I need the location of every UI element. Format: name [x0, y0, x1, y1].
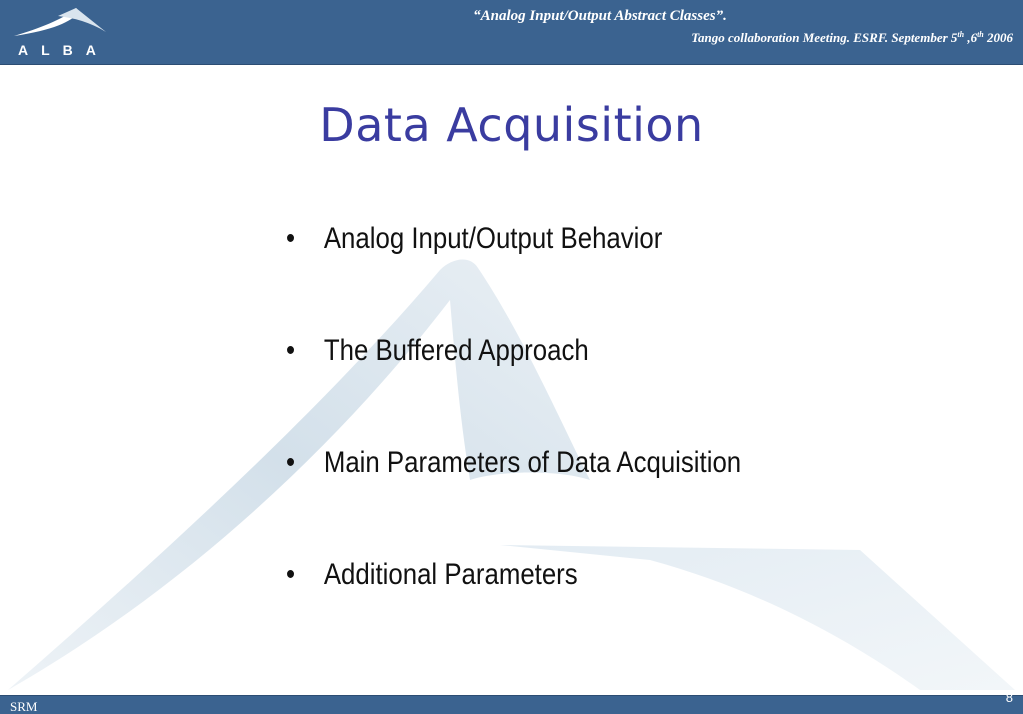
header-bar: ALBA “Analog Input/Output Abstract Class…: [0, 0, 1023, 65]
logo-text: ALBA: [18, 42, 109, 58]
bullet-item: • Analog Input/Output Behavior: [286, 222, 741, 334]
alba-logo-swoosh-icon: [14, 8, 106, 36]
bullet-item: • Additional Parameters: [286, 558, 741, 670]
bullet-text: The Buffered Approach: [323, 334, 589, 367]
presentation-title: “Analog Input/Output Abstract Classes”.: [473, 8, 727, 24]
bullet-list: • Analog Input/Output Behavior • The Buffe…: [286, 222, 815, 670]
bullet-dot: •: [286, 334, 296, 367]
author-initials: SRM: [10, 699, 38, 714]
slide-title: Data Acquisition: [319, 98, 704, 152]
meeting-info: Tango collaboration Meeting. ESRF. Septe…: [691, 30, 1013, 45]
alba-logo: ALBA: [10, 6, 122, 58]
bullet-text: Additional Parameters: [323, 558, 578, 591]
page-number: 8: [1005, 690, 1013, 705]
bullet-dot: •: [286, 446, 296, 479]
bullet-dot: •: [286, 558, 296, 591]
bullet-dot: •: [286, 222, 296, 255]
bullet-item: • Main Parameters of Data Acquisition: [286, 446, 741, 558]
bullet-text: Main Parameters of Data Acquisition: [323, 446, 742, 479]
bullet-item: • The Buffered Approach: [286, 334, 741, 446]
footer-bar: SRM 8: [0, 690, 1023, 714]
bullet-text: Analog Input/Output Behavior: [323, 222, 663, 255]
